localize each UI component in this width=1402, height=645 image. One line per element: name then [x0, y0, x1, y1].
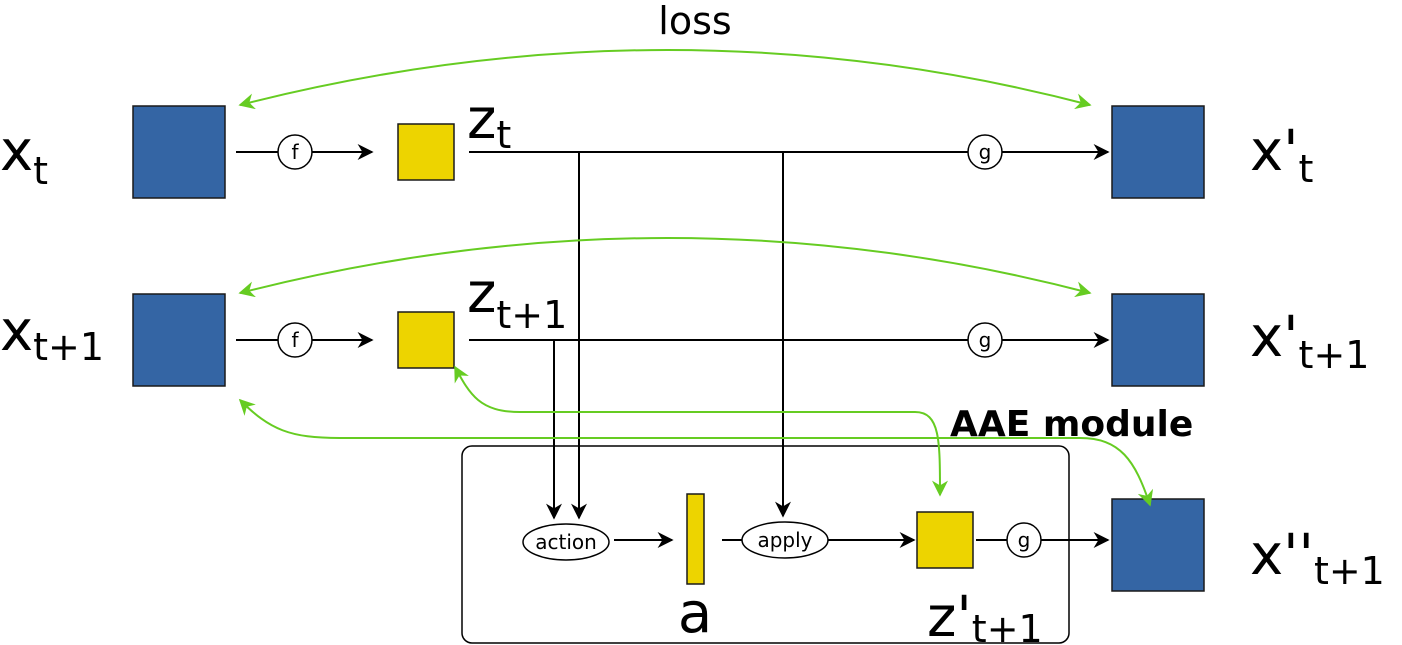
- output-image-block-module: [1111, 498, 1205, 592]
- encoder-label-row1: f: [291, 140, 299, 164]
- latent-label-row1: zt: [467, 87, 511, 157]
- latent-label-row2: zt+1: [467, 261, 567, 337]
- input-label-row1: xt: [0, 119, 48, 193]
- input-image-block-row1: [132, 105, 226, 199]
- apply-node-label: apply: [757, 528, 812, 552]
- loss-label: loss: [658, 0, 731, 43]
- decoder-label-row1: g: [979, 140, 992, 164]
- loss-arrow-module-output: [238, 398, 1154, 507]
- action-node-label: action: [535, 530, 597, 554]
- output-label-row2: x't+1: [1250, 305, 1369, 377]
- input-image-block-row2: [132, 293, 226, 387]
- decoder-label-module: g: [1018, 528, 1031, 552]
- loss-arrow-latent: [454, 365, 948, 497]
- action-var-label: a: [678, 581, 712, 645]
- action-vector-block: [686, 493, 705, 585]
- output-label-row1: x't: [1250, 119, 1313, 191]
- loss-arrow-row2: [238, 237, 1092, 298]
- decoder-label-row2: g: [979, 328, 992, 352]
- latent-block-row2: [397, 311, 455, 369]
- encoder-label-row2: f: [291, 328, 299, 352]
- action-node: [522, 523, 610, 561]
- latent-block-row1: [397, 123, 455, 181]
- output-image-block-row1: [1111, 105, 1205, 199]
- latent-pred-block: [916, 511, 974, 569]
- latent-pred-label: z't+1: [927, 585, 1043, 645]
- output-label-module: x''t+1: [1250, 523, 1385, 593]
- output-image-block-row2: [1111, 293, 1205, 387]
- input-label-row2: xt+1: [0, 299, 104, 369]
- loss-arrow-row1: [238, 49, 1092, 110]
